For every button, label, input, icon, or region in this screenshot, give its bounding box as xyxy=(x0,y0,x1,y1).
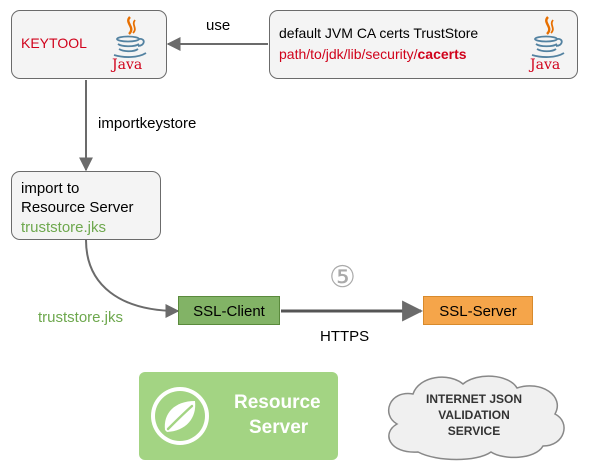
cloud-line3: SERVICE xyxy=(447,424,501,438)
ssl-server-box: SSL-Server xyxy=(423,296,533,325)
resource-server-line2: Server xyxy=(249,417,309,438)
jvm-truststore-box: default JVM CA certs TrustStore path/to/… xyxy=(269,10,578,79)
cacerts-path-prefix: path/to/jdk/lib/security/ xyxy=(279,46,418,62)
ssl-server-label: SSL-Server xyxy=(439,303,517,320)
java-logo: Java xyxy=(526,15,570,75)
internet-cloud: INTERNET JSON VALIDATION SERVICE xyxy=(375,370,573,462)
keytool-box: KEYTOOL Java xyxy=(11,10,167,79)
cloud-icon xyxy=(387,375,565,461)
import-line2: Resource Server xyxy=(21,199,134,216)
https-label: HTTPS xyxy=(320,328,370,345)
cloud-line2: VALIDATION xyxy=(438,408,510,422)
step-marker: ⑤ xyxy=(329,260,356,295)
cloud-line1: INTERNET JSON xyxy=(425,392,522,406)
resource-server-badge: Resource Server xyxy=(139,372,338,460)
cacerts-path: path/to/jdk/lib/security/cacerts xyxy=(279,46,467,62)
keytool-label: KEYTOOL xyxy=(21,35,87,51)
java-cup-icon xyxy=(113,16,147,58)
import-line1: import to xyxy=(21,180,80,197)
cacerts-file: cacerts xyxy=(417,46,467,62)
import-box: import to Resource Server truststore.jks xyxy=(11,171,161,240)
java-logo-label: Java xyxy=(112,57,143,73)
java-cup-icon xyxy=(531,16,565,58)
edge-importkeystore-label: importkeystore xyxy=(98,115,197,132)
ssl-client-box: SSL-Client xyxy=(178,296,280,325)
edge-import-to-client xyxy=(85,239,180,318)
ssl-client-label: SSL-Client xyxy=(193,303,265,320)
edge-use-label: use xyxy=(206,17,231,34)
resource-server-line1: Resource xyxy=(234,392,321,413)
jvm-truststore-title: default JVM CA certs TrustStore xyxy=(279,25,479,41)
java-logo-label: Java xyxy=(530,57,561,73)
java-logo: Java xyxy=(108,15,152,75)
import-file: truststore.jks xyxy=(21,219,107,236)
client-truststore-label: truststore.jks xyxy=(38,309,124,326)
spring-leaf-icon xyxy=(151,387,209,445)
